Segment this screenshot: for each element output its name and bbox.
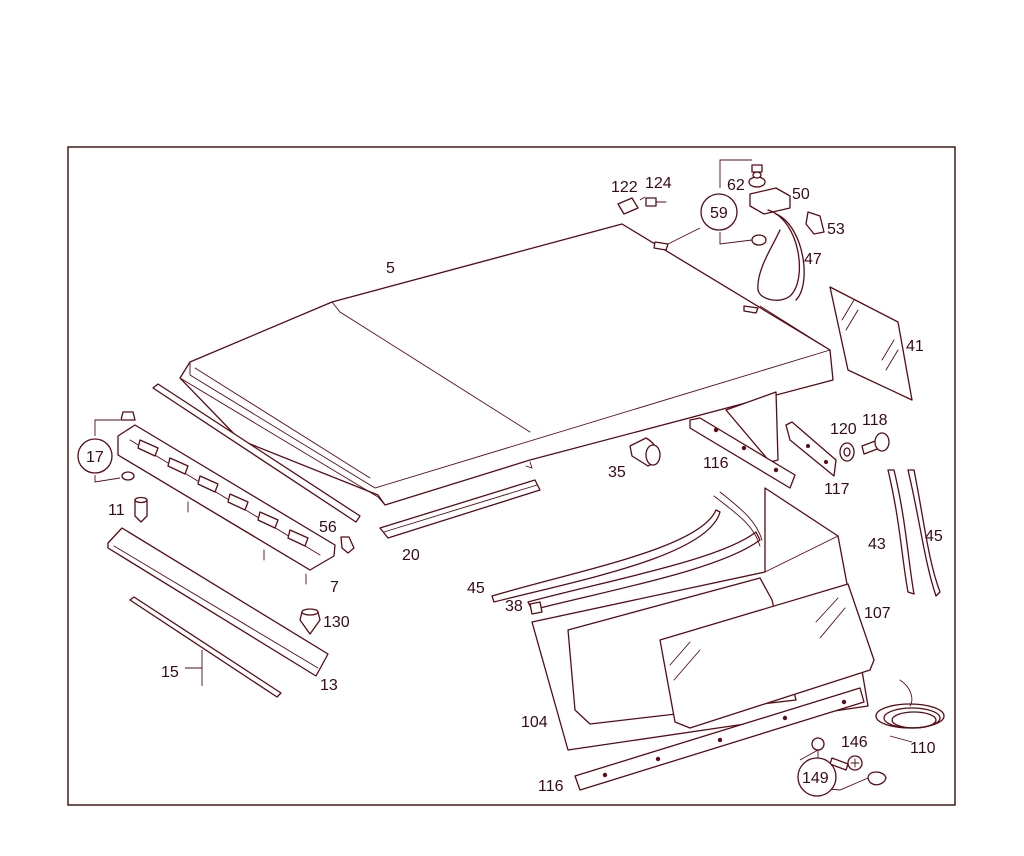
- left-rail-strip: [152, 383, 361, 554]
- label-43: 43: [868, 536, 886, 553]
- label-45-left: 45: [467, 580, 485, 597]
- label-116-bottom: 116: [538, 778, 564, 795]
- bottom-strip-116: [574, 687, 865, 791]
- label-7: 7: [330, 579, 339, 596]
- label-120: 120: [830, 421, 857, 438]
- label-11: 11: [108, 502, 125, 519]
- front-trim-13: [107, 527, 329, 677]
- label-104: 104: [521, 714, 548, 731]
- label-149: 149: [802, 770, 829, 787]
- label-62: 62: [727, 177, 745, 194]
- label-59: 59: [710, 205, 728, 222]
- coil-110: [875, 679, 945, 729]
- seal-strip-20: [379, 479, 541, 539]
- rear-panel: [531, 487, 875, 751]
- side-glass-41: [829, 286, 913, 401]
- roll-35: [629, 437, 661, 467]
- label-50: 50: [792, 186, 810, 203]
- label-118: 118: [862, 412, 888, 429]
- callout-circle-149: [797, 757, 837, 797]
- label-56: 56: [319, 519, 337, 536]
- hardtop-roof: [179, 223, 834, 506]
- label-122: 122: [611, 179, 638, 196]
- label-53: 53: [827, 221, 845, 238]
- label-20: 20: [402, 547, 420, 564]
- label-17: 17: [86, 449, 104, 466]
- plug-130: [299, 608, 321, 635]
- label-15: 15: [161, 664, 179, 681]
- label-38: 38: [505, 598, 523, 615]
- label-13: 13: [320, 677, 338, 694]
- side-strips-43-45: [887, 469, 941, 597]
- fasteners-122-124: [617, 197, 667, 215]
- roof-rear-brackets: [689, 391, 837, 489]
- fastener-11: [134, 496, 148, 523]
- label-146: 146: [841, 734, 868, 751]
- label-110: 110: [910, 740, 936, 757]
- label-47: 47: [804, 251, 822, 268]
- circled-callouts: [77, 193, 837, 797]
- strap-bracket-assembly: [748, 164, 825, 301]
- leader-lines: [94, 159, 913, 791]
- label-107: 107: [864, 605, 891, 622]
- rod-15: [129, 596, 282, 698]
- label-5: 5: [386, 260, 395, 277]
- screw-146-cap-149: [811, 737, 887, 786]
- hinge-bar: [117, 411, 336, 585]
- label-117: 117: [824, 481, 850, 498]
- label-124: 124: [645, 175, 672, 192]
- label-35: 35: [608, 464, 626, 481]
- callout-circle-17: [77, 438, 113, 474]
- label-45-right: 45: [925, 528, 943, 545]
- callout-labels: 5 7 11 13 15 17 20 35 38 41 43 45 45 47 …: [86, 175, 943, 795]
- diagram-frame: [67, 146, 956, 806]
- label-130: 130: [323, 614, 350, 631]
- label-116-top: 116: [703, 455, 729, 472]
- callout-circle-59: [700, 193, 738, 231]
- knob-118-washer-120: [839, 432, 890, 462]
- label-41: 41: [906, 338, 924, 355]
- seal-45-and-38: [491, 491, 763, 615]
